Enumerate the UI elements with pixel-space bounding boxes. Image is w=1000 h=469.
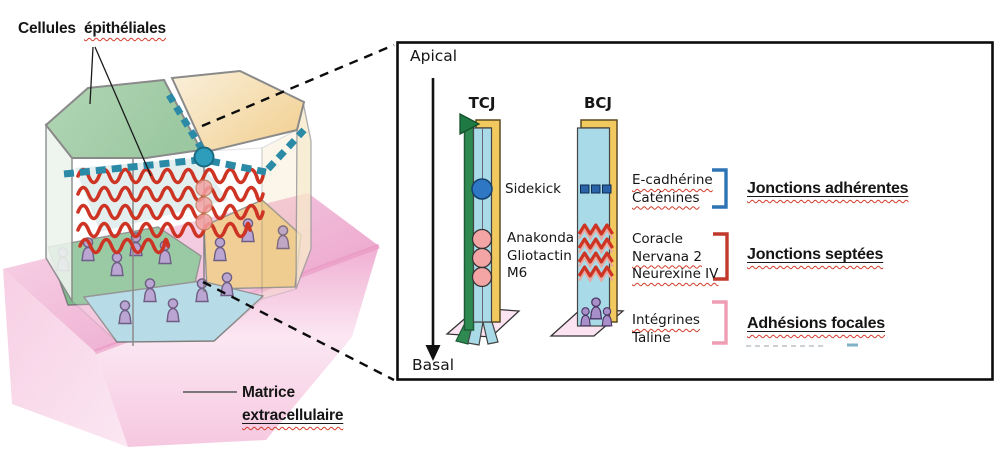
m6-label: M6 <box>507 265 528 281</box>
zoom-connector-lines <box>201 43 395 382</box>
tcj-column-label: TCJ <box>468 94 496 112</box>
apical-basal-arrow <box>425 78 441 361</box>
anakonda-dots-icon <box>471 228 493 288</box>
tcj-apical-cap-icon <box>459 112 481 136</box>
cells-label-word2: épithéliales <box>83 20 166 37</box>
sidekick-dot-icon <box>471 178 493 200</box>
neurexin4-label: Neurexine IV <box>632 266 719 282</box>
tricellular-plug-icon <box>193 146 215 168</box>
cells-label: Cellules épithéliales <box>18 20 166 38</box>
bcj-strip <box>576 119 618 327</box>
bracket-septate <box>713 232 729 281</box>
anakonda-label: Anakonda <box>507 230 575 246</box>
adherens-protein-labels: E-cadhérine Caténines <box>632 172 713 207</box>
cell-apical-faces <box>44 69 306 159</box>
matrix-label: Matrice extracellulaire <box>242 381 343 427</box>
septate-protein-labels: Coracle Nervana 2 Neurexine IV <box>632 231 718 284</box>
matrix-label-line1: Matrice <box>242 384 295 401</box>
coracle-label: Coracle <box>632 231 683 247</box>
sidekick-label: Sidekick <box>505 181 562 197</box>
tcj-protein-labels: Anakonda Gliotactin M6 <box>507 230 574 283</box>
nervana2-label: Nervana 2 <box>632 248 702 265</box>
matrix-label-line2: extracellulaire <box>242 407 344 424</box>
junction-type-focal: Adhésions focales <box>747 315 885 332</box>
septate-zigzag-icon <box>577 223 614 283</box>
gliotactin-label: Gliotactin <box>507 247 572 264</box>
erased-text-artifact <box>746 343 858 347</box>
junction-brackets <box>712 168 729 345</box>
tcj-strip <box>455 112 501 346</box>
bcj-column-label: BCJ <box>583 94 613 112</box>
catenins-label: Caténines <box>632 189 700 206</box>
bracket-adherens <box>712 168 728 209</box>
bracket-focal <box>712 300 728 345</box>
septate-junction-waves <box>76 167 265 255</box>
adherens-junction-band <box>63 93 307 178</box>
cells-label-word1: Cellules <box>18 20 76 37</box>
talin-label: Taline <box>632 329 671 346</box>
basal-label: Basal <box>412 356 455 374</box>
integrins-label: Intégrines <box>632 312 700 328</box>
e-cadherin-dashes-icon <box>580 184 612 194</box>
apical-label: Apical <box>410 47 458 65</box>
tricellular-column <box>195 179 213 231</box>
focal-protein-labels: Intégrines Taline <box>632 312 700 347</box>
junction-type-septate: Jonctions septées <box>747 246 884 263</box>
ecadherin-label: E-cadhérine <box>632 172 713 188</box>
pointer-lines <box>89 46 237 393</box>
arrowhead-down-icon <box>425 345 441 361</box>
junction-type-adherens: Jonctions adhérentes <box>747 180 909 197</box>
